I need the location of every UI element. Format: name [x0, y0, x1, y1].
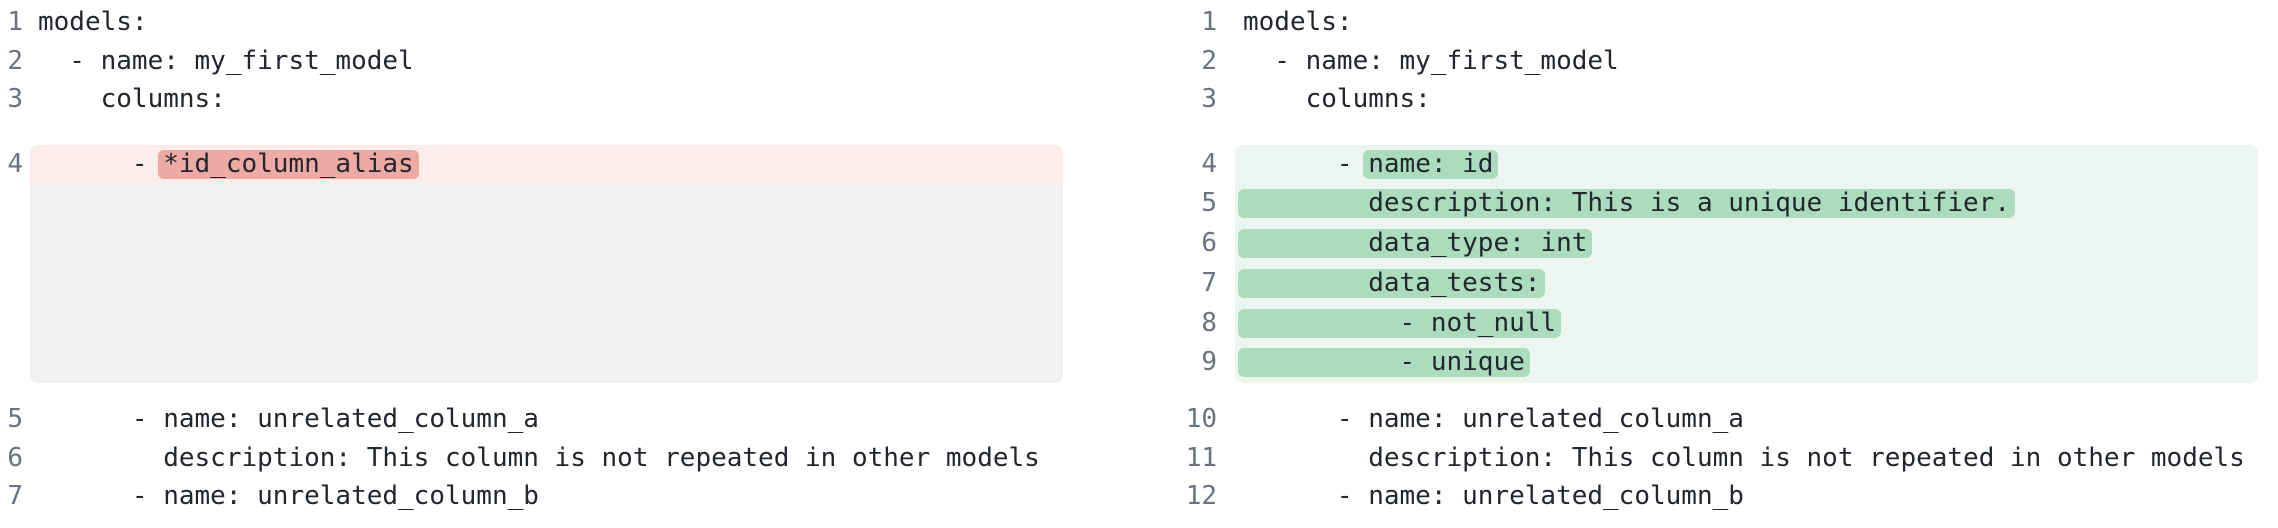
code-line: - name: unrelated_column_a: [1235, 400, 2258, 439]
line-number: 3: [1201, 84, 1217, 115]
line-number: 6: [1201, 228, 1217, 259]
code-line: data_type: int: [1235, 224, 2258, 264]
code-text: description: This column is not repeated…: [1243, 442, 2245, 473]
gutter-row: 9: [1139, 343, 1235, 383]
gutter-row: 7: [0, 477, 30, 516]
line-number: 10: [1185, 403, 1217, 434]
added-word-highlight: name: id: [1363, 149, 1499, 179]
line-number: 8: [1201, 307, 1217, 338]
code-column: models: - name: my_first_model columns: …: [1235, 3, 2258, 528]
added-block: - name: id description: This is a unique…: [1235, 144, 2258, 383]
code-line: columns:: [1235, 80, 2258, 119]
code-segment: - name: unrelated_column_a description: …: [30, 400, 1063, 516]
gutter-row: 3: [0, 80, 30, 119]
added-word-highlight: description: This is a unique identifier…: [1238, 189, 2016, 219]
removed-word-highlight: *id_column_alias: [158, 149, 419, 179]
code-line: columns:: [30, 80, 1063, 119]
code-text: - name: unrelated_column_a: [1243, 403, 1744, 434]
line-number: 9: [1201, 347, 1217, 378]
diff-pane-before: 1 2 3 4 5 6 7 models: - name: my_first_model c…: [0, 3, 1139, 528]
code-text: - name: unrelated_column_a: [38, 403, 539, 434]
line-number: 2: [1201, 45, 1217, 76]
gutter-row: 2: [0, 42, 30, 81]
code-text: -: [38, 148, 164, 179]
gutter-row: 4: [0, 145, 30, 185]
code-line: description: This column is not repeated…: [1235, 439, 2258, 478]
line-number: 7: [1201, 267, 1217, 298]
code-text: columns:: [38, 84, 226, 115]
gutter-row: 8: [1139, 304, 1235, 344]
added-word-highlight: data_type: int: [1238, 229, 1593, 259]
code-text: models:: [1243, 7, 1353, 37]
code-segment: models: - name: my_first_model columns:: [1235, 3, 2258, 119]
code-line: models:: [1235, 3, 2258, 42]
removed-block: - *id_column_alias: [30, 144, 1063, 383]
gutter-segment: 1 2 3: [1139, 3, 1235, 119]
code-line: - name: unrelated_column_b: [1235, 477, 2258, 516]
line-number: 5: [7, 403, 23, 434]
code-line: - *id_column_alias: [30, 144, 1063, 185]
code-line: description: This column is not repeated…: [30, 439, 1063, 478]
gutter-row: 6: [0, 439, 30, 478]
gutter-row: 5: [0, 400, 30, 439]
code-column: models: - name: my_first_model columns: …: [30, 3, 1063, 528]
gutter-segment: 5 6 7: [0, 400, 30, 516]
code-line: - name: unrelated_column_a: [30, 400, 1063, 439]
gutter-row: 7: [1139, 264, 1235, 304]
gutter-row: 12: [1139, 477, 1235, 516]
code-text: columns:: [1243, 84, 1431, 115]
code-line: description: This is a unique identifier…: [1235, 184, 2258, 224]
line-number: 1: [7, 7, 23, 37]
line-number: 4: [7, 148, 23, 179]
gutter-row: 1: [1139, 3, 1235, 42]
code-segment: - name: unrelated_column_a description: …: [1235, 400, 2258, 516]
line-number: 1: [1201, 7, 1217, 37]
code-text: models:: [38, 7, 148, 37]
line-number: 2: [7, 45, 23, 76]
gutter-row: 11: [1139, 439, 1235, 478]
code-text: - name: unrelated_column_b: [38, 481, 539, 512]
code-line: - unique: [1235, 343, 2258, 383]
gutter-row: 2: [1139, 42, 1235, 81]
code-text: -: [1243, 148, 1369, 179]
code-text: - name: unrelated_column_b: [1243, 481, 1744, 512]
line-number: 3: [7, 84, 23, 115]
gutter-segment: 4 5 6 7 8 9: [1139, 145, 1235, 383]
gutter-segment: 10 11 12: [1139, 400, 1235, 516]
added-word-highlight: - not_null: [1238, 308, 1562, 338]
code-text: description: This column is not repeated…: [38, 442, 1040, 473]
code-line: - not_null: [1235, 304, 2258, 344]
line-number-gutter: 1 2 3 4 5 6 7: [0, 3, 30, 528]
code-text: - name: my_first_model: [38, 45, 414, 76]
line-number: 6: [7, 442, 23, 473]
code-segment: models: - name: my_first_model columns:: [30, 3, 1063, 119]
code-line: - name: unrelated_column_b: [30, 477, 1063, 516]
gutter-row: 4: [1139, 145, 1235, 185]
gutter-row: 5: [1139, 184, 1235, 224]
gutter-row: 3: [1139, 80, 1235, 119]
gutter-row: 1: [0, 3, 30, 42]
gutter-segment: 1 2 3: [0, 3, 30, 119]
line-number: 11: [1185, 442, 1217, 473]
code-line: - name: my_first_model: [30, 42, 1063, 81]
line-number: 4: [1201, 148, 1217, 179]
gutter-row: 10: [1139, 400, 1235, 439]
added-word-highlight: data_tests:: [1238, 268, 1546, 298]
added-word-highlight: - unique: [1238, 348, 1530, 378]
line-number: 7: [7, 481, 23, 512]
collapsed-region-spacer: [0, 184, 30, 383]
code-line: data_tests:: [1235, 264, 2258, 304]
line-number: 5: [1201, 188, 1217, 219]
code-line: - name: my_first_model: [1235, 42, 2258, 81]
code-line: - name: id: [1235, 145, 2258, 185]
collapsed-region-filler: [30, 184, 1063, 383]
code-text: - name: my_first_model: [1243, 45, 1619, 76]
line-number: 12: [1185, 481, 1217, 512]
gutter-segment: 4: [0, 145, 30, 383]
gutter-row: 6: [1139, 224, 1235, 264]
code-line: models:: [30, 3, 1063, 42]
